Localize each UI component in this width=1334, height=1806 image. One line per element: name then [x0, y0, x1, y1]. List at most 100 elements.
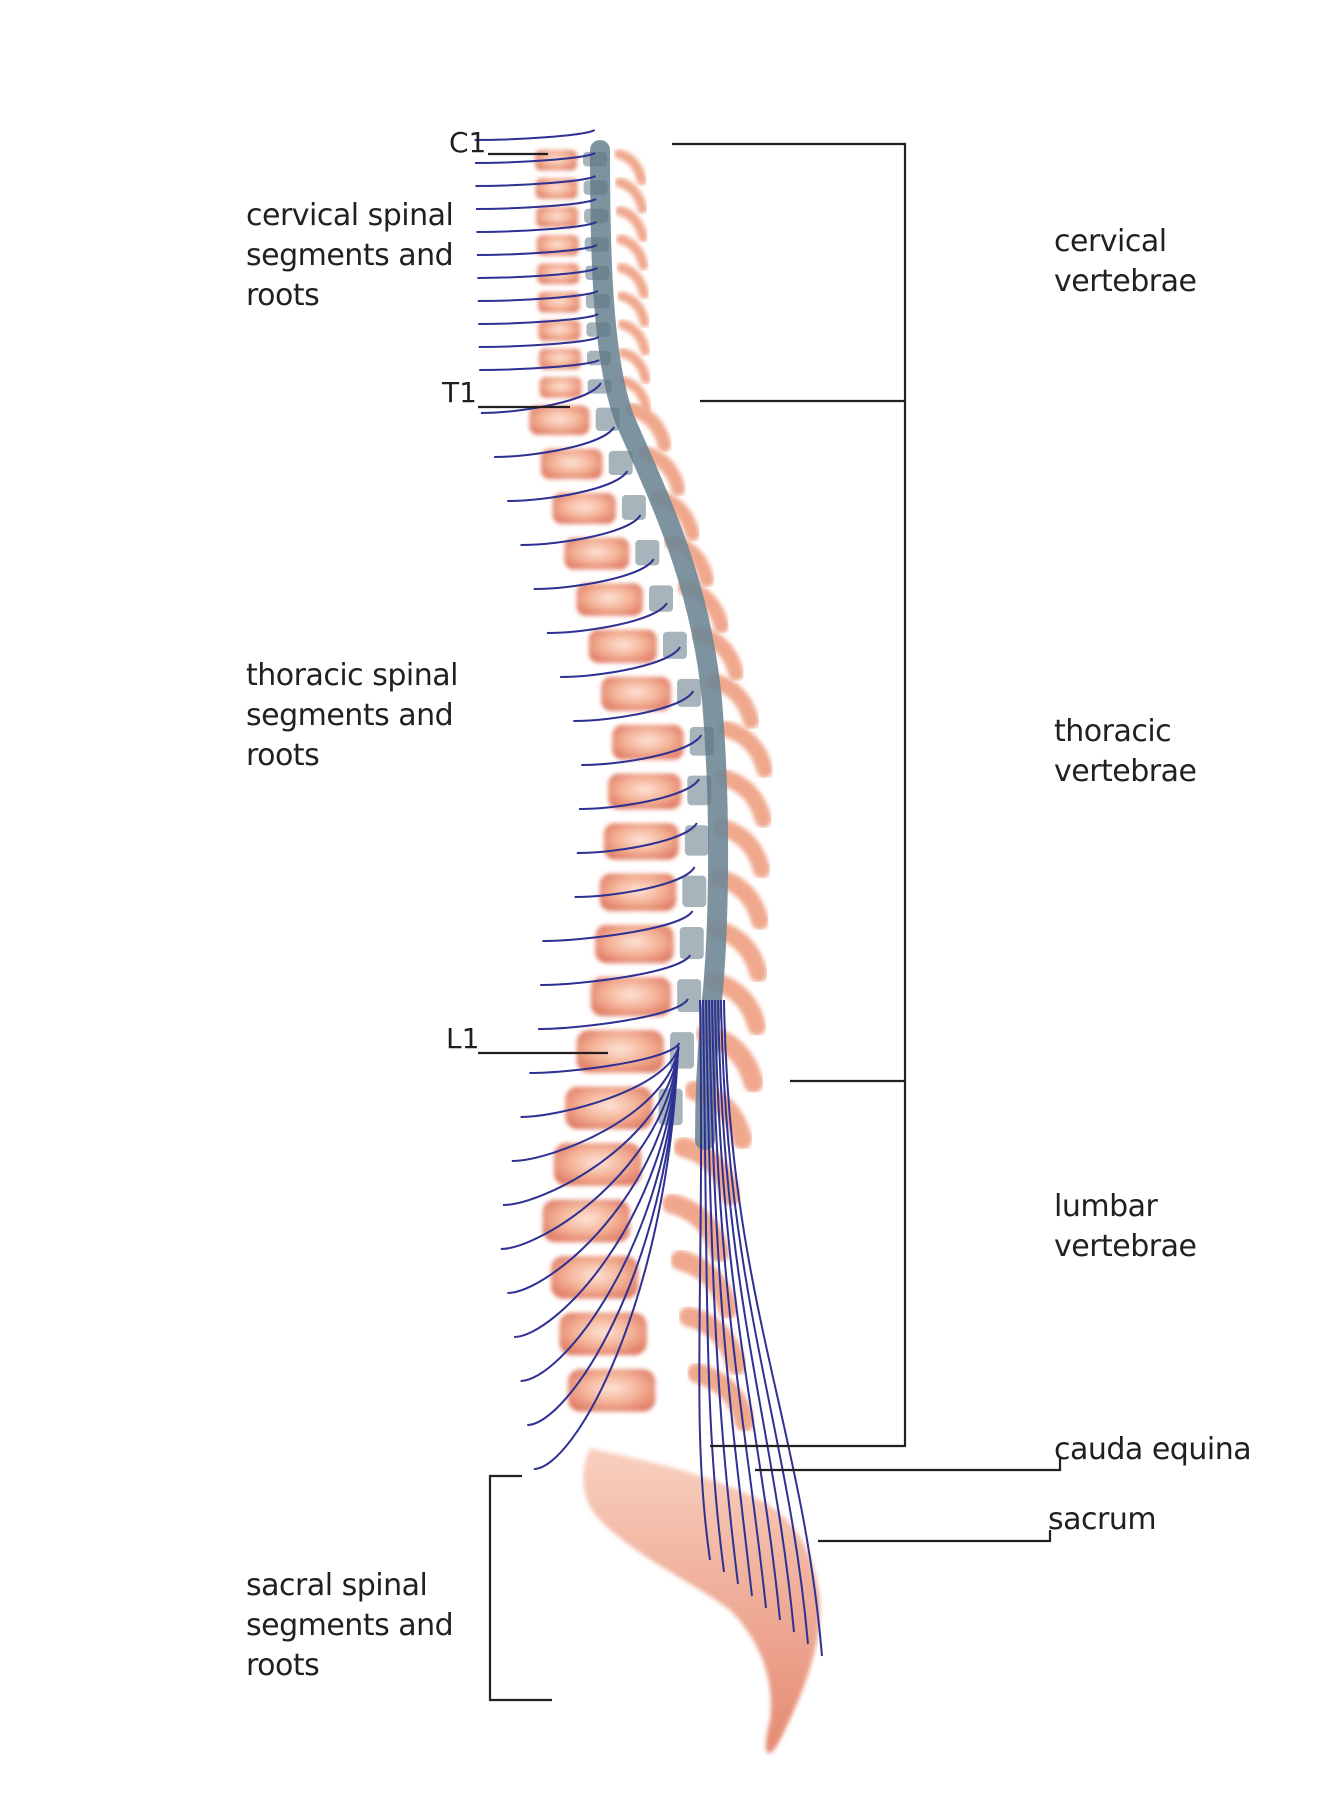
- vertebral-body: [529, 405, 590, 435]
- l1-label: L1: [446, 1022, 480, 1055]
- cauda-fibre: [708, 999, 753, 1597]
- nerve-root: [480, 382, 602, 414]
- cauda-fibre: [720, 999, 809, 1645]
- cauda-fibre: [711, 999, 767, 1609]
- spinous-process: [616, 262, 649, 299]
- cord-segment: [677, 979, 702, 1013]
- nerve-root: [520, 514, 642, 546]
- cord-segment: [682, 875, 707, 907]
- cervical-vertebrae-label: cervical vertebrae: [1054, 224, 1197, 299]
- nerve-root: [538, 998, 689, 1030]
- cord-segment: [584, 208, 609, 224]
- cauda-fibre: [705, 999, 739, 1585]
- nerve-root: [475, 152, 596, 164]
- nerve-root: [520, 1049, 680, 1382]
- spinous-process: [615, 206, 648, 242]
- cord-segment: [583, 180, 608, 195]
- vertebral-body: [539, 377, 582, 398]
- nerve-root: [476, 221, 597, 233]
- sacral-segments-label: sacral spinal segments and roots: [246, 1568, 454, 1683]
- thoracic-segments-label: thoracic spinal segments and roots: [246, 658, 458, 773]
- spinous-process: [618, 348, 651, 384]
- cord-segment: [684, 825, 709, 856]
- nerve-root: [576, 822, 698, 854]
- spinous-process: [714, 769, 772, 828]
- nerve-root: [502, 1047, 680, 1206]
- cauda-equina-label: cauda equina: [1054, 1432, 1252, 1467]
- thoracic-vertebrae-label: thoracic vertebrae: [1054, 714, 1197, 789]
- cord-segment: [689, 726, 714, 756]
- sacrum-label: sacrum: [1048, 1502, 1157, 1537]
- spinous-process: [615, 234, 649, 271]
- vertebrae-group: [529, 149, 773, 1432]
- cord-segment: [584, 237, 609, 252]
- vertebral-body: [550, 1256, 639, 1299]
- cauda-fibre: [714, 999, 781, 1621]
- cauda-fibre: [702, 999, 725, 1573]
- cord-segment: [595, 407, 620, 431]
- nerve-root: [475, 198, 597, 210]
- nerve-root: [475, 175, 597, 187]
- nerve-root: [478, 336, 600, 348]
- cauda-fibre: [717, 999, 795, 1633]
- nerve-root: [477, 290, 599, 302]
- cauda-leader: [755, 1458, 1062, 1472]
- vertebral-body: [603, 823, 679, 860]
- vertebral-body: [538, 348, 581, 370]
- vertebral-body: [536, 206, 579, 228]
- vertebral-body: [567, 1369, 656, 1412]
- nerve-root: [474, 129, 596, 141]
- nerve-root: [479, 359, 600, 371]
- sacral-bracket: [488, 1474, 552, 1702]
- cord-segments: [583, 152, 714, 1126]
- nerve-root: [527, 1050, 679, 1426]
- vertebral-body: [542, 1199, 631, 1243]
- spinous-process: [614, 149, 647, 186]
- spinous-process: [617, 291, 650, 328]
- spinous-process: [618, 376, 652, 413]
- spinous-process: [717, 720, 773, 778]
- nerve-root: [560, 646, 681, 678]
- nerve-root: [540, 954, 692, 986]
- cervical-segments-label: cervical spinal segments and roots: [246, 198, 454, 313]
- cord-segment: [649, 585, 674, 612]
- vertebral-body: [608, 773, 682, 810]
- vertebral-body: [565, 1086, 653, 1130]
- sacrum-leader: [818, 1530, 1052, 1543]
- nerve-root: [533, 558, 655, 590]
- cord-segment: [677, 678, 702, 707]
- nerve-root: [533, 1050, 679, 1470]
- vertebral-body: [559, 1312, 647, 1356]
- spinal-cord: [590, 140, 729, 1150]
- vertebral-body: [576, 583, 644, 616]
- nerve-root: [579, 778, 700, 810]
- c1-label: C1: [449, 126, 487, 159]
- vertebral-body: [540, 448, 603, 480]
- nerve-root: [574, 866, 696, 898]
- nerve-root: [573, 690, 695, 722]
- nerve-root: [511, 1046, 680, 1162]
- cauda-fibre: [723, 999, 823, 1657]
- nerve-root: [494, 426, 615, 458]
- cord-segment: [585, 294, 610, 309]
- nerve-root: [546, 602, 668, 634]
- spinous-process: [614, 177, 648, 214]
- vertebral-body: [612, 724, 684, 760]
- nerve-root: [478, 313, 599, 325]
- vertebral-body: [588, 629, 657, 663]
- vertebral-body: [576, 1030, 664, 1073]
- cord-segment: [608, 450, 633, 476]
- cord-segment: [585, 265, 610, 280]
- cord-segment: [679, 926, 704, 960]
- lumbar-vertebrae-label: lumbar vertebrae: [1054, 1189, 1197, 1264]
- sacrum-bone: [583, 1448, 821, 1754]
- cauda-fibre: [698, 999, 711, 1561]
- vertebral-body: [599, 873, 677, 911]
- nerve-root: [542, 910, 694, 942]
- nerve-root: [500, 1047, 680, 1250]
- vertebral-body: [564, 537, 630, 570]
- nerve-root: [476, 244, 598, 256]
- cord-segment: [621, 495, 646, 520]
